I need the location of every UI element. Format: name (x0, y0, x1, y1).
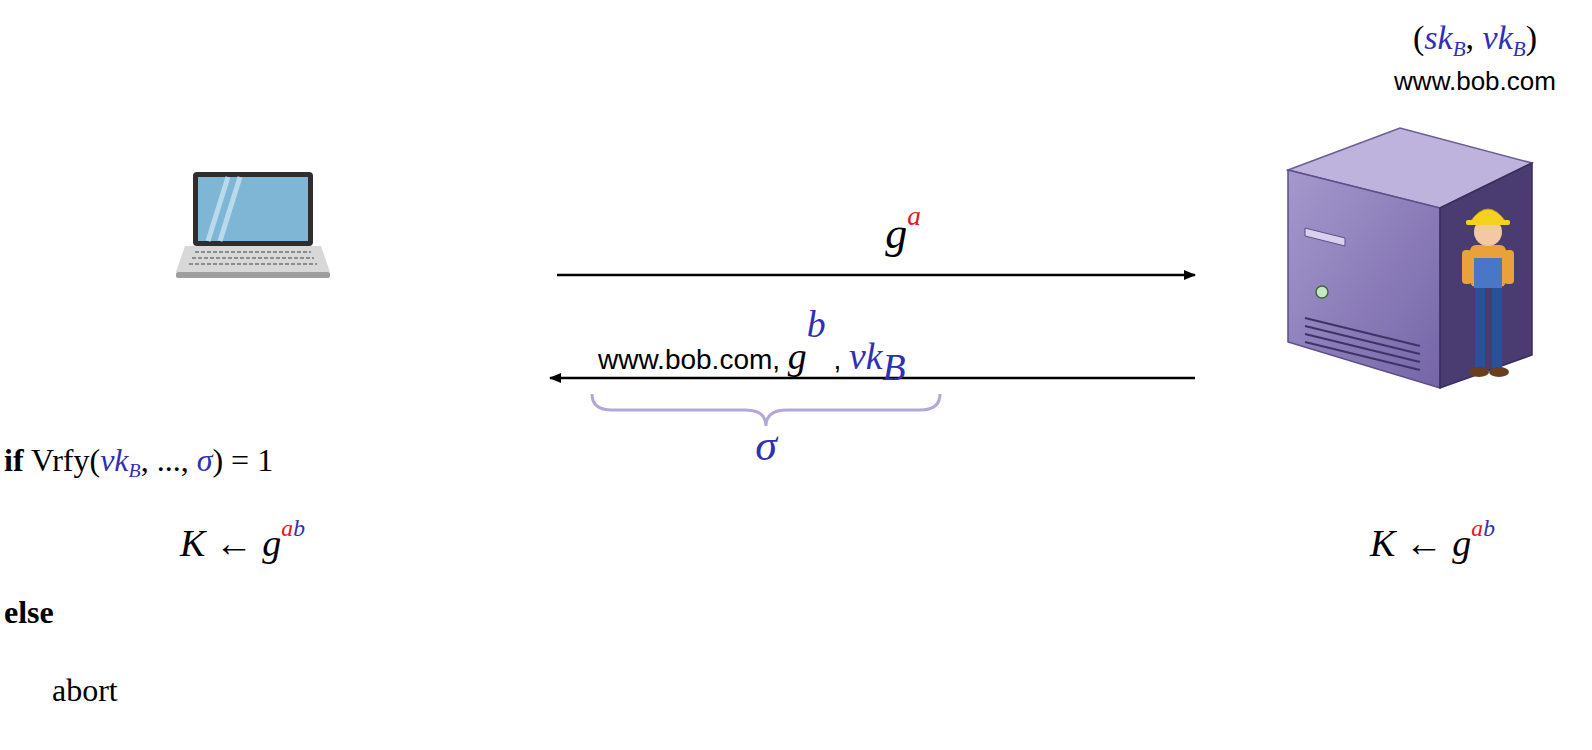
text-run: B (1453, 37, 1466, 61)
text-run: B (1513, 37, 1526, 61)
server-side (1440, 163, 1532, 388)
server-slot (1305, 228, 1345, 246)
text-run: vk (1483, 19, 1513, 56)
text-run: B (129, 459, 141, 481)
text-run: , (1466, 19, 1483, 56)
message-label: www.bob.com, gb , vkB (598, 302, 906, 391)
builder-arm (1462, 250, 1472, 284)
laptop-base (176, 246, 330, 272)
screen-glare (208, 177, 240, 241)
text-run: B (883, 346, 906, 388)
message-arrow (557, 274, 1195, 277)
text-run: if (4, 442, 24, 478)
text-run: ← (1395, 522, 1452, 564)
text-run: www.bob.com (1394, 66, 1556, 96)
builder-overalls (1474, 258, 1502, 288)
laptop-bezel (193, 172, 313, 246)
builder-leg (1492, 280, 1502, 368)
builder-boot (1489, 367, 1509, 377)
server-icon (1288, 128, 1532, 388)
text-run: else (4, 594, 54, 630)
key-derivation: K ← gab (180, 514, 305, 567)
text-run: σ (197, 442, 213, 478)
text-run: ) = 1 (212, 442, 273, 478)
abort-statement: abort (52, 671, 118, 709)
text-run: b (293, 515, 305, 541)
text-run: g (1452, 522, 1471, 564)
signature-symbol: σ (755, 420, 777, 473)
text-run: ← (205, 522, 262, 564)
laptop-edge (176, 272, 330, 278)
text-run: K (1370, 522, 1395, 564)
builder-shirt (1470, 245, 1506, 287)
builder-leg (1475, 280, 1485, 368)
text-run: a (1471, 515, 1483, 541)
builder-figure (1462, 209, 1514, 377)
builder-arm (1504, 250, 1514, 284)
server-name: www.bob.com (1394, 66, 1556, 97)
text-run: sk (1424, 19, 1452, 56)
server-led (1316, 286, 1328, 298)
laptop-keyboard (189, 252, 317, 264)
text-run: g (262, 522, 281, 564)
server-front (1288, 170, 1440, 388)
laptop-icon (176, 172, 330, 278)
builder-hat-brim (1466, 220, 1510, 225)
key-pair: (skB, vkB) (1413, 18, 1537, 62)
text-run: vk (100, 442, 128, 478)
text-run: b (807, 303, 826, 345)
message-arrow (550, 377, 1195, 380)
key-derivation: K ← gab (1370, 514, 1495, 567)
text-run: a (907, 201, 921, 231)
server-vents (1305, 318, 1420, 370)
text-run: , ..., (141, 442, 197, 478)
text-run: www.bob.com, (598, 344, 788, 375)
text-run: K (180, 522, 205, 564)
message-label: ga (885, 200, 921, 261)
text-run: vk (849, 335, 883, 377)
else-keyword: else (4, 593, 54, 631)
verify-condition: if Vrfy(vkB, ..., σ) = 1 (4, 441, 273, 483)
text-run: σ (755, 421, 777, 470)
text-run: Vrfy( (24, 442, 101, 478)
laptop-screen (198, 177, 308, 241)
text-run: g (885, 209, 907, 258)
text-run: abort (52, 672, 118, 708)
text-run: b (1483, 515, 1495, 541)
text-run: ) (1526, 19, 1537, 56)
text-run: ( (1413, 19, 1424, 56)
text-run: g (788, 335, 807, 377)
builder-boot (1469, 367, 1489, 377)
text-run: a (281, 515, 293, 541)
text-run: , (826, 344, 849, 375)
